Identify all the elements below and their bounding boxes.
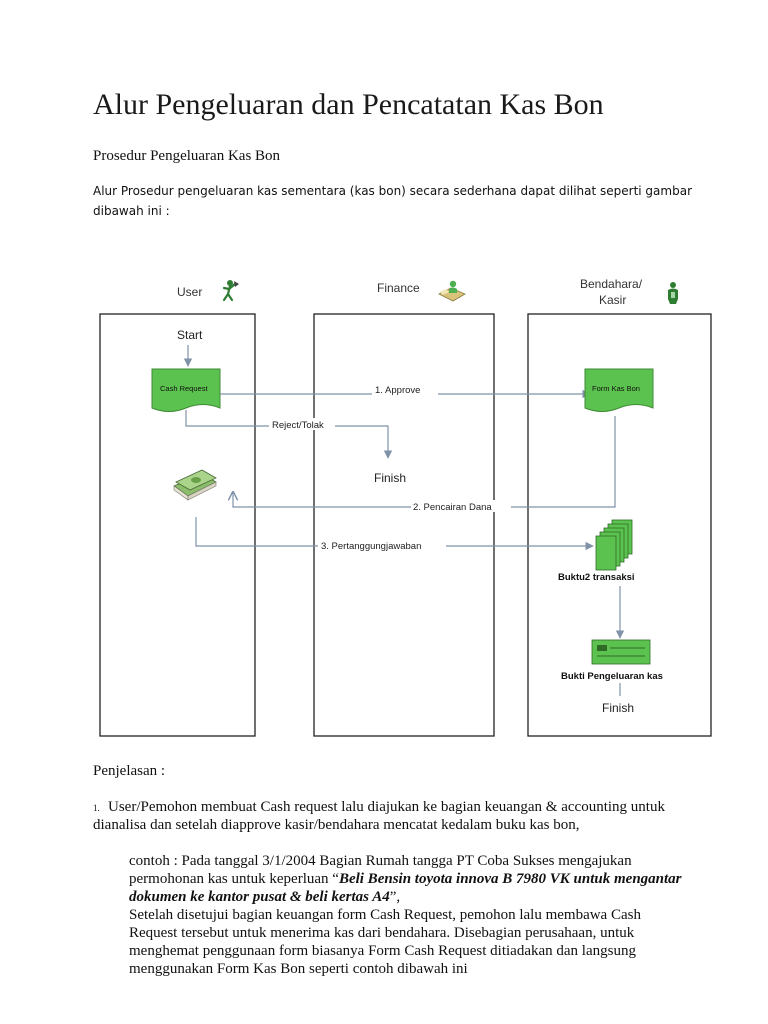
flow-diagram: User Finance Bendahara/ Kasir Start Cash… — [99, 277, 712, 737]
buktu-transaksi-label: Buktu2 transaksi — [558, 572, 635, 583]
finish-kasir-node: Finish — [602, 701, 634, 715]
list-marker: 1. — [93, 803, 100, 813]
edge-approve-label: 1. Approve — [375, 385, 420, 396]
intro-text: Alur Prosedur pengeluaran kas sementara … — [93, 184, 692, 218]
example-rest: Setelah disetujui bagian keuangan form C… — [129, 907, 641, 977]
cash-request-label: Cash Request — [160, 384, 208, 393]
lane-label-finance: Finance — [377, 281, 420, 295]
example-suffix: ”, — [389, 889, 401, 905]
lane-finance — [313, 313, 495, 737]
form-kas-bon-document — [584, 368, 654, 412]
page-title: Alur Pengeluaran dan Pencatatan Kas Bon — [93, 88, 604, 121]
lane-label-kasir: Kasir — [599, 293, 626, 307]
example-emphasis: Beli Bensin toyota innova B 7980 VK untu… — [129, 871, 682, 905]
subtitle: Prosedur Pengeluaran Kas Bon — [93, 148, 281, 164]
bukti-pengeluaran-label: Bukti Pengeluaran kas — [561, 671, 663, 682]
transaction-documents-icon — [595, 519, 633, 571]
edge-pertanggungjawaban-label: 3. Pertanggungjawaban — [321, 541, 421, 552]
edge-reject-label: Reject/Tolak — [272, 420, 324, 431]
form-kas-bon-label: Form Kas Bon — [592, 384, 640, 393]
user-person-icon — [222, 280, 239, 302]
edge-pencairan-label: 2. Pencairan Dana — [413, 502, 492, 513]
finance-desk-icon — [438, 280, 466, 302]
expense-receipt-icon — [591, 639, 651, 665]
lane-label-bendahara: Bendahara/ — [580, 277, 643, 291]
lane-label-user: User — [177, 285, 202, 299]
finish-finance-node: Finish — [374, 471, 406, 485]
example-paragraph: contoh : Pada tanggal 3/1/2004 Bagian Ru… — [129, 852, 689, 978]
cash-request-document — [151, 368, 221, 412]
penjelasan-heading: Penjelasan : — [93, 763, 166, 779]
money-stack-icon — [173, 469, 217, 501]
kasir-person-icon — [668, 282, 678, 304]
list-item-1: User/Pemohon membuat Cash request lalu d… — [93, 799, 665, 833]
example-prefix: contoh : Pada tanggal 3/1/2004 Bagian Ru… — [129, 853, 632, 887]
start-node: Start — [177, 328, 203, 342]
